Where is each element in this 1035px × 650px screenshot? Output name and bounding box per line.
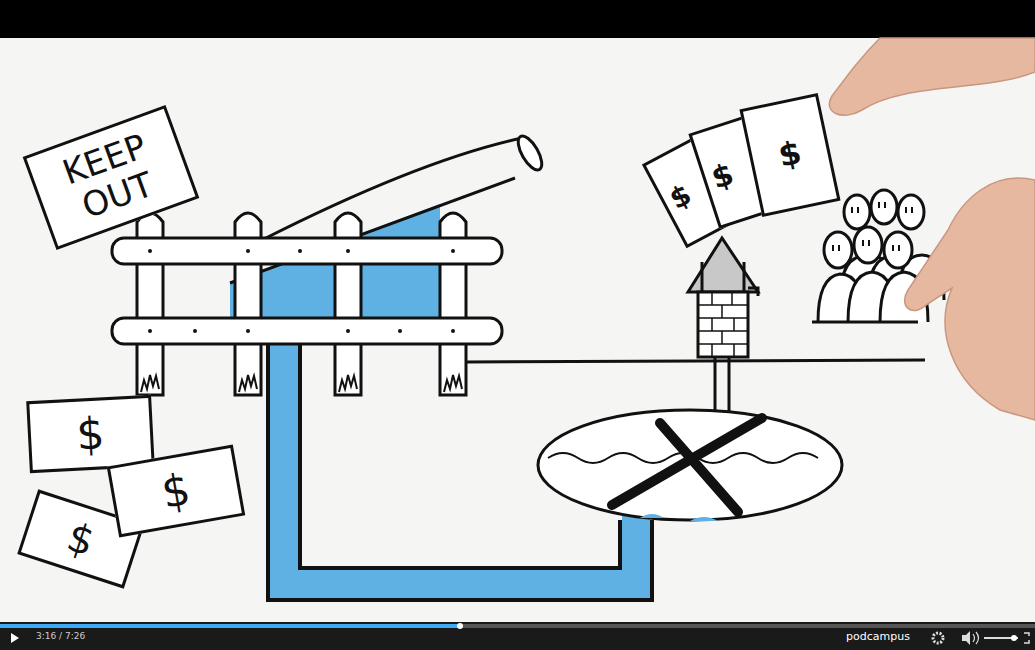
water-tank bbox=[230, 133, 546, 320]
warning-sign: KEEP OUT bbox=[23, 105, 200, 250]
player-brand: podcampus bbox=[846, 631, 910, 643]
dollar-sign: $ bbox=[775, 135, 804, 174]
dollar-sign: $ bbox=[158, 465, 194, 518]
ground-line bbox=[466, 360, 925, 362]
whiteboard bbox=[0, 38, 1035, 622]
video-controls bbox=[0, 622, 1035, 650]
dollar-sign: $ bbox=[62, 514, 100, 564]
dry-lake bbox=[538, 410, 842, 521]
fence bbox=[112, 213, 502, 395]
video-time: 3:16 / 7:26 bbox=[36, 632, 85, 642]
dollar-sign: $ bbox=[707, 157, 737, 195]
sign-text: KEEP OUT bbox=[37, 120, 185, 235]
well bbox=[688, 238, 758, 412]
dollar-sign: $ bbox=[665, 179, 697, 215]
presenter-hands bbox=[829, 38, 1035, 420]
dollar-sign: $ bbox=[75, 409, 105, 459]
